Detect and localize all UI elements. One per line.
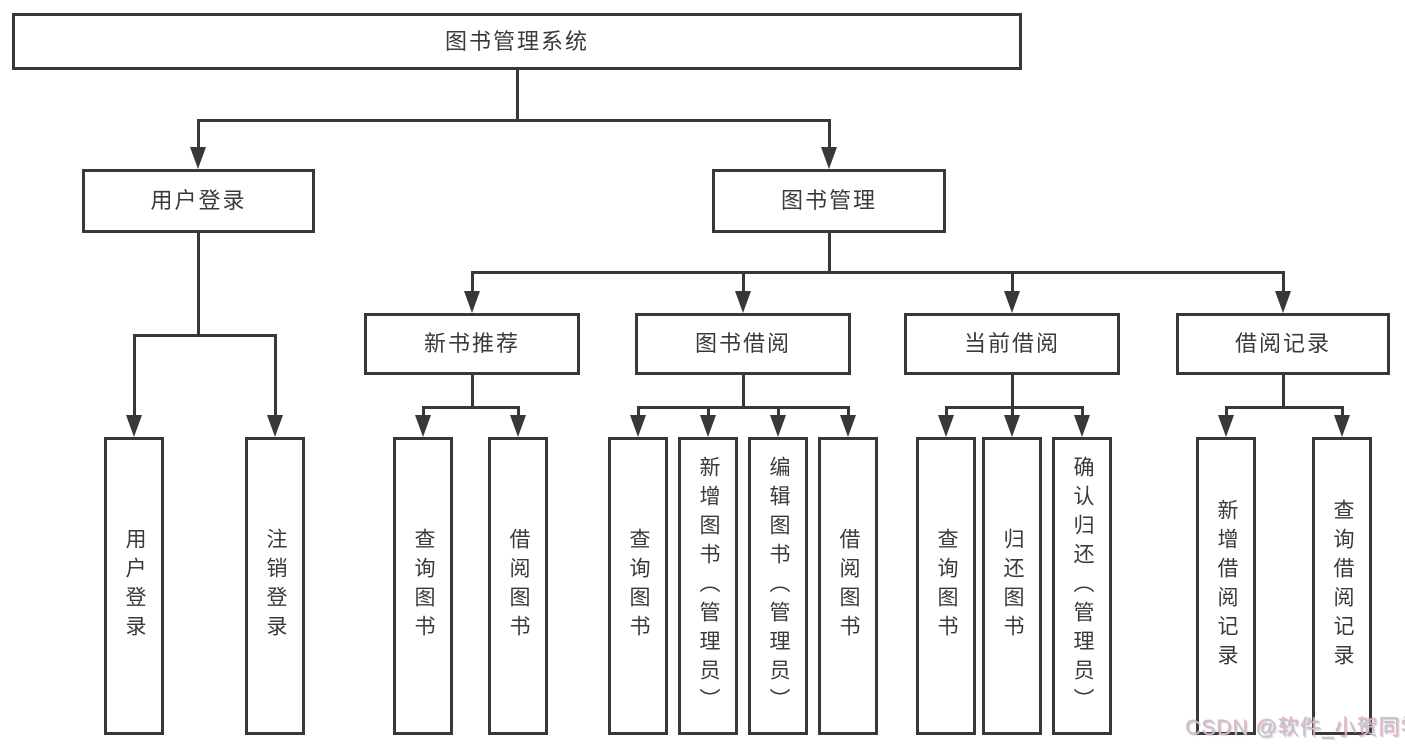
connector-records-hline <box>1225 406 1343 409</box>
node-leaf-bb-query-books: 查询图书 <box>608 437 668 735</box>
connector-drop-cb-confirm <box>1081 406 1084 417</box>
connector-drop-rec-query <box>422 406 425 417</box>
connector-drop-bb-borrow <box>847 406 850 417</box>
connector-drop-rec-borrow <box>517 406 520 417</box>
node-leaf-br-query-record: 查询借阅记录 <box>1312 437 1372 735</box>
connector-drop-br-add <box>1225 406 1228 417</box>
connector-drop-user-login <box>197 119 200 150</box>
arrow-down-icon <box>840 415 856 437</box>
node-leaf-bb-borrow-books: 借阅图书 <box>818 437 878 735</box>
connector-drop-current-borrowing <box>1011 271 1014 293</box>
arrow-down-icon <box>415 415 431 437</box>
connector-drop-cb-return <box>1011 406 1014 417</box>
node-book-management: 图书管理 <box>712 169 946 233</box>
connector-borrowing-stem <box>742 375 745 409</box>
node-leaf-rec-borrow-books: 借阅图书 <box>488 437 548 735</box>
connector-current-hline <box>945 406 1083 409</box>
node-book-borrowing: 图书借阅 <box>635 313 851 375</box>
node-leaf-bb-edit-books-admin: 编辑图书（管理员） <box>748 437 808 735</box>
connector-drop-bb-query <box>637 406 640 417</box>
arrow-down-icon <box>821 147 837 169</box>
connector-drop-borrowing-records <box>1282 271 1285 293</box>
arrow-down-icon <box>510 415 526 437</box>
connector-drop-bb-edit <box>777 406 780 417</box>
connector-drop-login <box>133 334 136 416</box>
node-leaf-cb-confirm-return-admin: 确认归还（管理员） <box>1052 437 1112 735</box>
connector-borrowing-hline <box>637 406 849 409</box>
node-leaf-cb-query-books: 查询图书 <box>916 437 976 735</box>
arrow-down-icon <box>126 415 142 437</box>
connector-recommend-hline <box>422 406 520 409</box>
connector-drop-book-borrowing <box>742 271 745 293</box>
arrow-down-icon <box>630 415 646 437</box>
connector-drop-br-query <box>1341 406 1344 417</box>
arrow-down-icon <box>770 415 786 437</box>
connector-root-hline <box>197 119 831 122</box>
connector-drop-cb-query <box>945 406 948 417</box>
arrow-down-icon <box>1275 291 1291 313</box>
node-new-book-recommend: 新书推荐 <box>364 313 580 375</box>
csdn-watermark: CSDN @软件_小贺同学 <box>1186 717 1405 740</box>
connector-user-login-hline <box>133 334 277 337</box>
node-leaf-bb-add-books-admin: 新增图书（管理员） <box>678 437 738 735</box>
connector-root-stem <box>516 69 519 120</box>
node-user-login: 用户登录 <box>82 169 315 233</box>
arrow-down-icon <box>1004 415 1020 437</box>
connector-recommend-stem <box>471 375 474 409</box>
connector-drop-bb-add <box>707 406 710 417</box>
node-current-borrowing: 当前借阅 <box>904 313 1120 375</box>
arrow-down-icon <box>267 415 283 437</box>
connector-drop-book-management <box>828 119 831 150</box>
arrow-down-icon <box>190 147 206 169</box>
connector-book-management-hline <box>471 271 1285 274</box>
node-leaf-rec-query-books: 查询图书 <box>393 437 453 735</box>
arrow-down-icon <box>700 415 716 437</box>
connector-current-stem <box>1011 375 1014 409</box>
node-leaf-br-add-record: 新增借阅记录 <box>1196 437 1256 735</box>
connector-user-login-stem <box>197 233 200 337</box>
arrow-down-icon <box>735 291 751 313</box>
connector-drop-logout <box>274 334 277 416</box>
node-book-management-system: 图书管理系统 <box>12 13 1022 70</box>
connector-records-stem <box>1282 375 1285 409</box>
node-leaf-cb-return-books: 归还图书 <box>982 437 1042 735</box>
connector-drop-new-book-recommend <box>471 271 474 293</box>
node-leaf-user-login: 用户登录 <box>104 437 164 735</box>
node-leaf-logout: 注销登录 <box>245 437 305 735</box>
arrow-down-icon <box>1074 415 1090 437</box>
arrow-down-icon <box>1004 291 1020 313</box>
arrow-down-icon <box>464 291 480 313</box>
arrow-down-icon <box>1334 415 1350 437</box>
connector-book-management-stem <box>828 233 831 274</box>
arrow-down-icon <box>1218 415 1234 437</box>
node-borrowing-records: 借阅记录 <box>1176 313 1390 375</box>
arrow-down-icon <box>938 415 954 437</box>
